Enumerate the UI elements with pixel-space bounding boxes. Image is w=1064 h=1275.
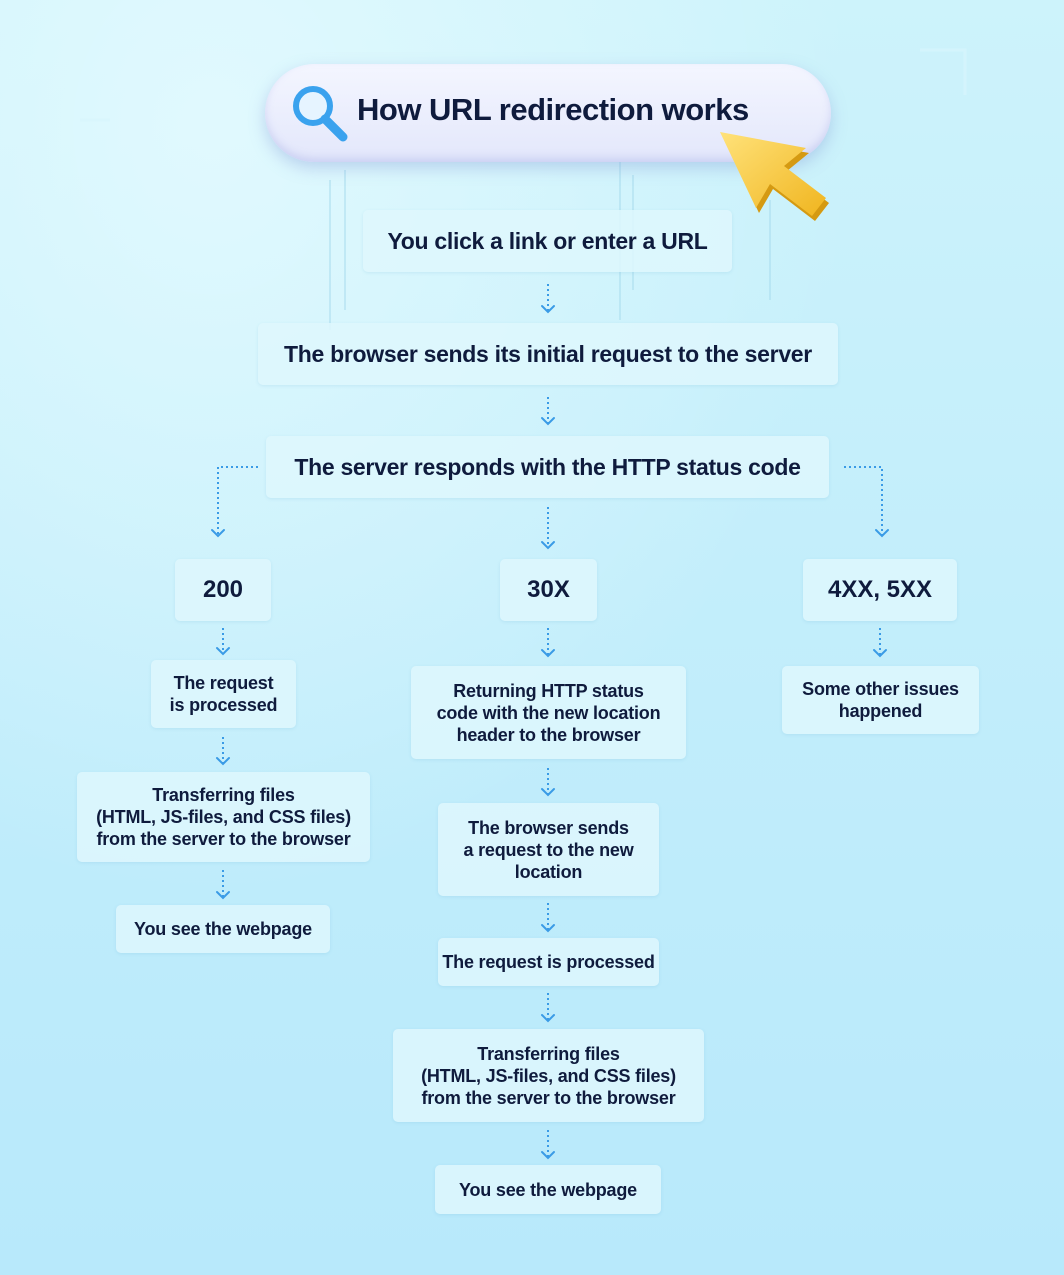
status-code-label: 30X	[527, 576, 570, 603]
step-browser-request: The browser sends its initial request to…	[258, 323, 838, 385]
step-30x-webpage: You see the webpage	[435, 1165, 661, 1214]
step-error-issues: Some other issues happened	[782, 666, 979, 734]
step-server-response: The server responds with the HTTP status…	[266, 436, 829, 498]
step-label: The browser sends its initial request to…	[284, 340, 812, 367]
cursor-arrow-icon	[720, 132, 829, 221]
step-label: Some other issues happened	[802, 679, 959, 721]
step-200-transfer: Transferring files (HTML, JS-files, and …	[77, 772, 370, 862]
step-30x-new-request: The browser sends a request to the new l…	[438, 803, 659, 896]
step-label: Transferring files (HTML, JS-files, and …	[96, 785, 351, 849]
step-label: The request is processed	[442, 952, 655, 972]
step-label: The request is processed	[169, 673, 278, 715]
status-code-30x: 30X	[500, 559, 597, 621]
search-icon	[293, 86, 348, 142]
status-code-4xx-5xx: 4XX, 5XX	[803, 559, 957, 621]
step-label: The browser sends a request to the new l…	[463, 817, 634, 882]
step-label: You see the webpage	[134, 919, 312, 939]
step-30x-location-header: Returning HTTP status code with the new …	[411, 666, 686, 759]
step-label: You see the webpage	[459, 1179, 637, 1200]
step-label: Transferring files (HTML, JS-files, and …	[421, 1043, 676, 1108]
status-code-label: 4XX, 5XX	[827, 576, 933, 603]
step-200-processed: The request is processed	[151, 660, 296, 728]
status-code-200: 200	[175, 559, 271, 621]
step-label: Returning HTTP status code with the new …	[436, 680, 661, 745]
step-30x-processed: The request is processed	[438, 938, 659, 986]
step-click-link: You click a link or enter a URL	[363, 210, 732, 272]
step-label: The server responds with the HTTP status…	[294, 453, 801, 480]
page-title: How URL redirection works	[357, 92, 749, 127]
step-200-webpage: You see the webpage	[116, 905, 330, 953]
status-code-label: 200	[202, 576, 244, 603]
step-label: You click a link or enter a URL	[387, 227, 708, 254]
step-30x-transfer: Transferring files (HTML, JS-files, and …	[393, 1029, 704, 1122]
